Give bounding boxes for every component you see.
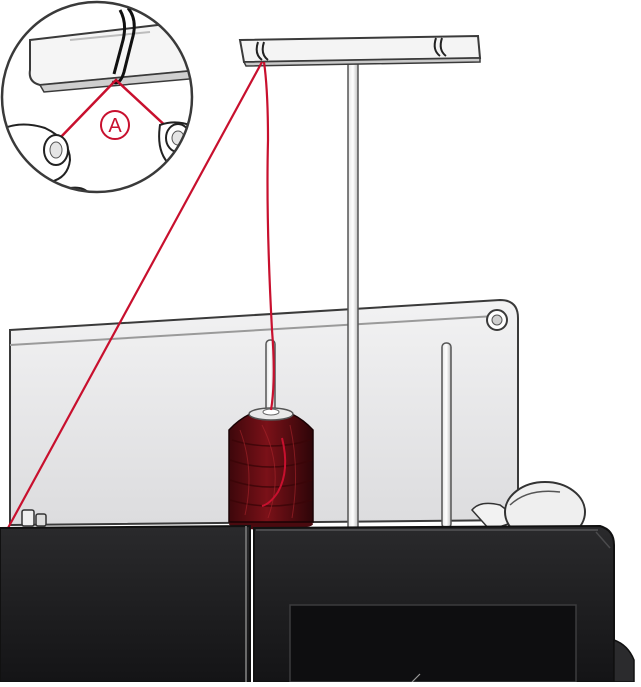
spool-pin-right [442,343,451,528]
machine-side-wheel [614,640,634,682]
machine-display-panel [290,605,576,682]
callout-label: A [108,115,122,137]
machine-body [0,526,634,682]
thread-guide-bar-icon [240,36,480,66]
detail-callout: A [0,2,200,196]
thread-spool-icon [229,408,313,530]
thread-stand-pole [348,58,358,528]
